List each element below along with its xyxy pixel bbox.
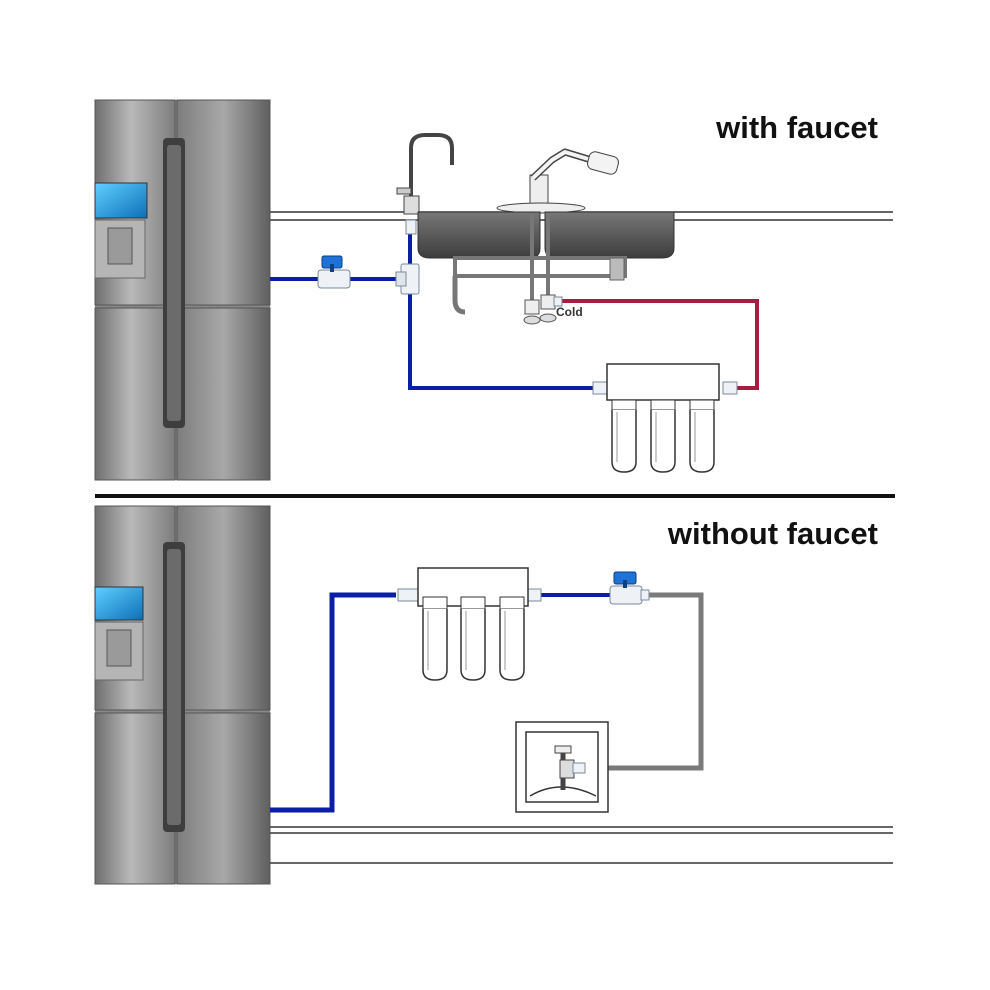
red-line-cold [558, 299, 759, 390]
refrigerator-icon [94, 99, 271, 481]
ball-valve-icon [317, 255, 351, 289]
panel-title-with-faucet: with faucet [716, 110, 878, 145]
top-panel [94, 99, 893, 481]
filter-system-top [592, 363, 738, 473]
sink-icon [417, 211, 675, 315]
gray-line-supply [584, 592, 704, 771]
blue-line-filter [408, 279, 605, 390]
faucet-icon [396, 133, 454, 235]
wall-valve-icon [515, 721, 609, 813]
refrigerator-icon [94, 505, 271, 885]
ball-valve-icon [609, 571, 650, 605]
filter-cartridge-icon [689, 399, 715, 473]
filter-cartridge-icon [460, 596, 486, 681]
filter-cartridge-icon [650, 399, 676, 473]
angle-stop-valves [523, 214, 563, 325]
tee-fitting-icon [395, 263, 420, 295]
panel-title-without-faucet: without faucet [667, 516, 878, 551]
filter-cartridge-icon [499, 596, 525, 681]
blue-line-fridge-bottom [270, 592, 396, 813]
bottom-panel [94, 505, 893, 885]
filter-system-bottom [397, 567, 542, 681]
kitchen-faucet-icon [496, 148, 619, 214]
filter-cartridge-icon [422, 596, 448, 681]
filter-cartridge-icon [611, 399, 637, 473]
cold-label: Cold [556, 305, 583, 319]
